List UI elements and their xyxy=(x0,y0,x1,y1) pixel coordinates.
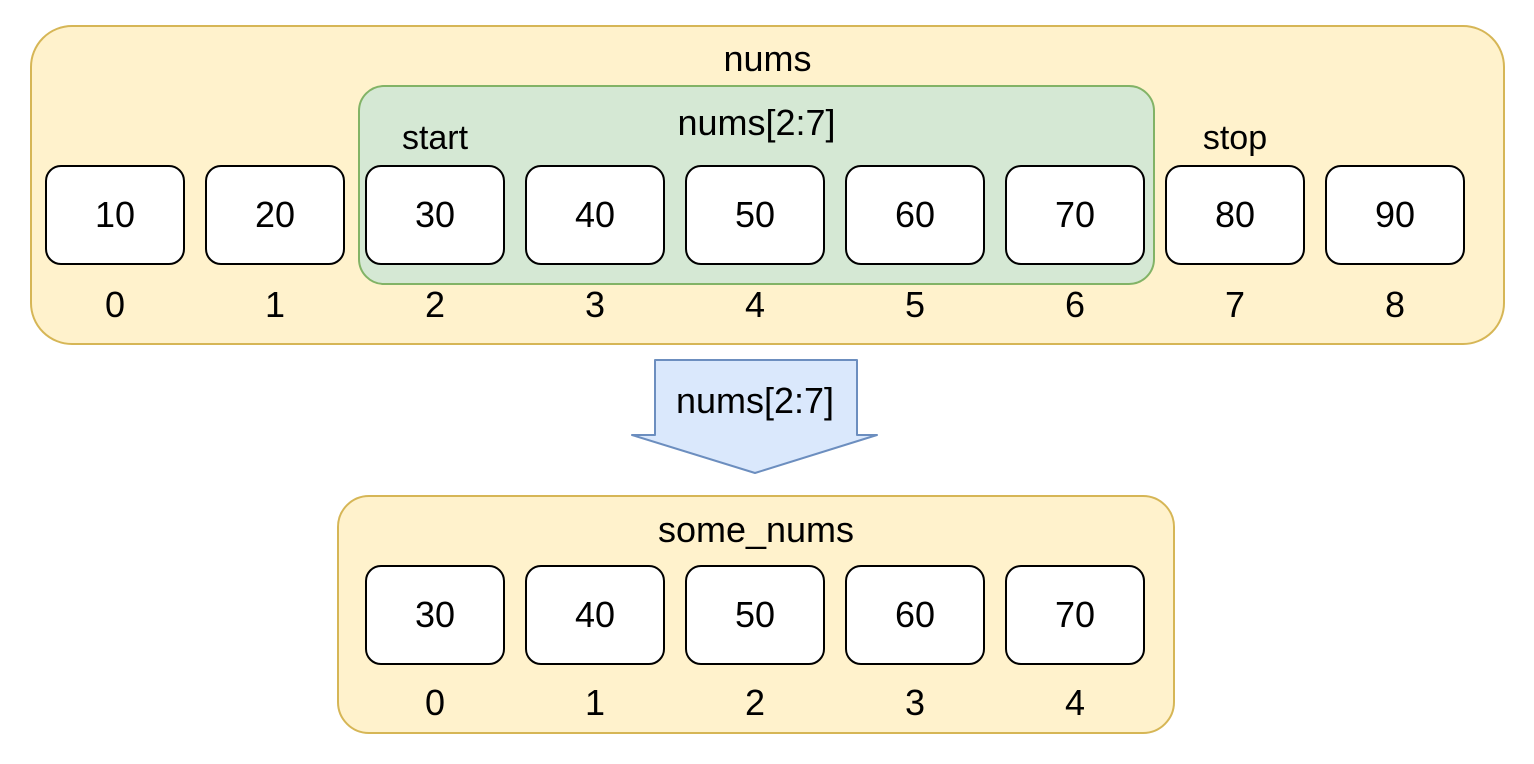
nums-cell-2: 30 xyxy=(365,165,505,265)
start-marker-label: start xyxy=(401,119,469,157)
some-nums-index-2: 2 xyxy=(744,682,766,723)
some-nums-cell-4: 70 xyxy=(1005,565,1145,665)
down-arrow-shape xyxy=(631,359,878,474)
slice-region-title: nums[2:7] xyxy=(677,102,836,143)
some-nums-array-container: some_nums 30 40 50 60 70 0 1 2 3 4 xyxy=(337,495,1175,734)
stop-marker-label: stop xyxy=(1202,119,1268,157)
nums-cell-8: 90 xyxy=(1325,165,1465,265)
some-nums-cells-row: 30 40 50 60 70 xyxy=(365,565,1145,665)
some-nums-cell-3: 60 xyxy=(845,565,985,665)
nums-index-row: 0 1 2 3 4 5 6 7 8 xyxy=(45,287,1465,323)
nums-cell-3: 40 xyxy=(525,165,665,265)
nums-index-1: 1 xyxy=(264,284,286,325)
nums-cell-0: 10 xyxy=(45,165,185,265)
nums-index-0: 0 xyxy=(104,284,126,325)
nums-cell-5: 60 xyxy=(845,165,985,265)
slice-arrow: nums[2:7] xyxy=(631,359,878,474)
nums-index-8: 8 xyxy=(1384,284,1406,325)
some-nums-cell-2: 50 xyxy=(685,565,825,665)
some-nums-index-0: 0 xyxy=(424,682,446,723)
some-nums-cell-0: 30 xyxy=(365,565,505,665)
slice-arrow-label: nums[2:7] xyxy=(676,380,834,421)
nums-cell-1: 20 xyxy=(205,165,345,265)
some-nums-array-title: some_nums xyxy=(657,509,855,550)
some-nums-index-row: 0 1 2 3 4 xyxy=(365,685,1145,721)
nums-index-2: 2 xyxy=(424,284,446,325)
nums-index-3: 3 xyxy=(584,284,606,325)
nums-cell-7: 80 xyxy=(1165,165,1305,265)
nums-index-7: 7 xyxy=(1224,284,1246,325)
nums-cells-row: 10 20 30 40 50 60 70 80 90 xyxy=(45,165,1465,265)
some-nums-cell-1: 40 xyxy=(525,565,665,665)
nums-cell-4: 50 xyxy=(685,165,825,265)
nums-index-5: 5 xyxy=(904,284,926,325)
nums-index-4: 4 xyxy=(744,284,766,325)
nums-array-container: nums[2:7] nums start stop 10 20 30 40 50… xyxy=(30,25,1505,345)
nums-cell-6: 70 xyxy=(1005,165,1145,265)
nums-array-title: nums xyxy=(723,38,812,79)
some-nums-index-4: 4 xyxy=(1064,682,1086,723)
nums-index-6: 6 xyxy=(1064,284,1086,325)
some-nums-index-3: 3 xyxy=(904,682,926,723)
some-nums-index-1: 1 xyxy=(584,682,606,723)
